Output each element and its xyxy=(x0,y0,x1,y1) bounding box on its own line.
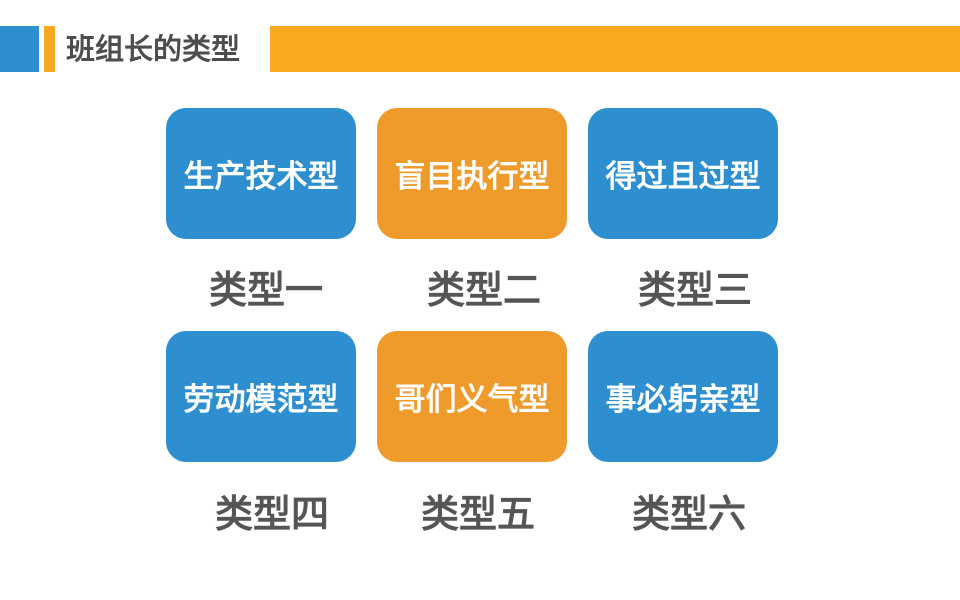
label-type-1: 类型一 xyxy=(208,268,323,312)
label-type-5: 类型五 xyxy=(420,492,535,536)
label-type-4: 类型四 xyxy=(214,492,329,536)
card-type-1-text: 生产技术型 xyxy=(183,159,339,195)
label-type-3: 类型三 xyxy=(637,268,752,312)
card-type-2[interactable]: 盲目执行型 xyxy=(377,108,567,239)
header-orange-accent xyxy=(44,26,55,72)
page-title: 班组长的类型 xyxy=(66,32,241,66)
card-type-4-text: 劳动模范型 xyxy=(183,382,339,418)
header-blue-block xyxy=(0,26,39,72)
card-type-2-text: 盲目执行型 xyxy=(394,159,550,195)
card-type-6-text: 事必躬亲型 xyxy=(605,382,761,418)
card-type-6[interactable]: 事必躬亲型 xyxy=(588,331,778,462)
card-type-5-text: 哥们义气型 xyxy=(394,382,550,418)
card-type-3[interactable]: 得过且过型 xyxy=(588,108,778,239)
card-type-4[interactable]: 劳动模范型 xyxy=(166,331,356,462)
label-type-2: 类型二 xyxy=(426,268,541,312)
label-type-6: 类型六 xyxy=(631,492,746,536)
header-orange-bar xyxy=(270,26,960,72)
card-type-1[interactable]: 生产技术型 xyxy=(166,108,356,239)
card-type-5[interactable]: 哥们义气型 xyxy=(377,331,567,462)
card-type-3-text: 得过且过型 xyxy=(605,159,761,195)
